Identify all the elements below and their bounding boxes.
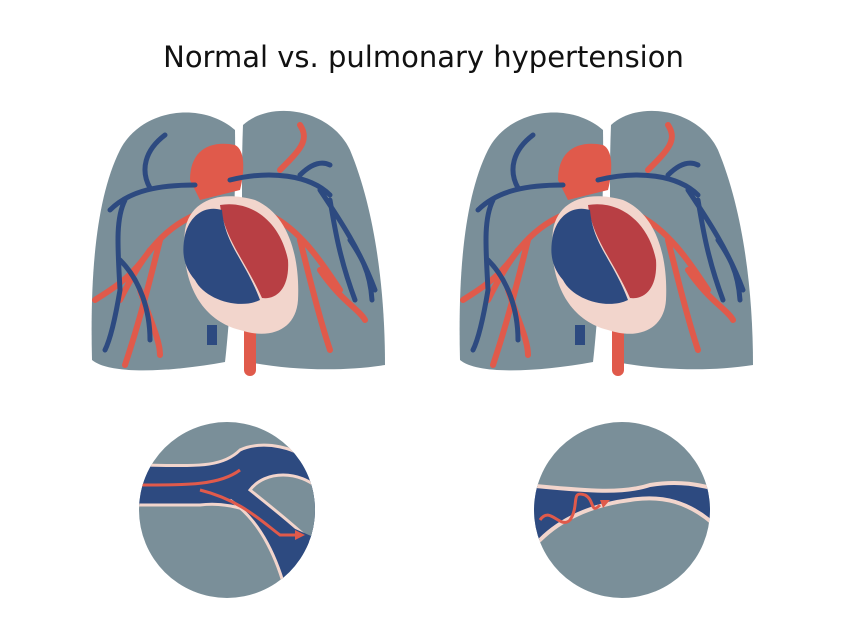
- hypertension-heart-lungs: [460, 111, 753, 371]
- normal-heart-lungs: [92, 111, 385, 371]
- figure-title: Normal vs. pulmonary hypertension: [163, 40, 684, 74]
- normal-vessel-closeup: [139, 422, 315, 598]
- hypertension-vessel-closeup: [534, 422, 710, 598]
